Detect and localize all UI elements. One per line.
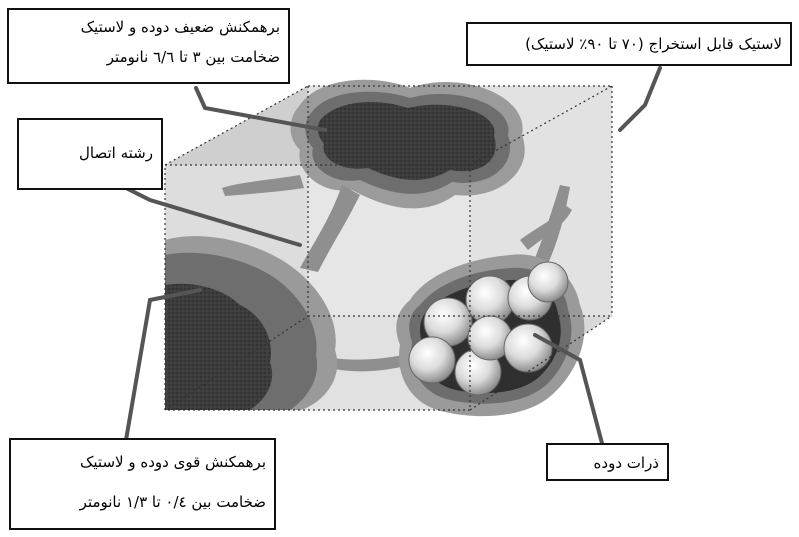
label-weak-bound-rubber: برهمکنش ضعیف دوده و لاستیک ضخامت بین ۳ ت… — [7, 8, 290, 84]
label-strong-line2: ضخامت بین ۰/٤ تا ۱/۳ نانومتر — [19, 482, 266, 522]
label-extract-line1: لاستیک قابل استخراج (۷۰ تا ۹۰٪ لاستیک) — [476, 26, 782, 62]
label-strong-bound-rubber: برهمکنش قوی دوده و لاستیک ضخامت بین ۰/٤ … — [9, 438, 276, 530]
carbon-particle — [504, 324, 552, 372]
label-extractable-rubber: لاستیک قابل استخراج (۷۰ تا ۹۰٪ لاستیک) — [466, 22, 792, 66]
label-carbon-line1: ذرات دوده — [556, 447, 659, 479]
carbon-particle — [528, 262, 568, 302]
carbon-particle — [409, 337, 455, 383]
leader-extract — [620, 68, 660, 130]
label-strong-line1: برهمکنش قوی دوده و لاستیک — [19, 442, 266, 482]
label-carbon-particles: ذرات دوده — [546, 443, 669, 481]
label-weak-line2: ضخامت بین ۳ تا ٦/٦ نانومتر — [17, 42, 280, 72]
label-tie-chain: رشته اتصال — [17, 118, 163, 190]
label-tie-line1: رشته اتصال — [27, 122, 153, 184]
label-weak-line1: برهمکنش ضعیف دوده و لاستیک — [17, 12, 280, 42]
